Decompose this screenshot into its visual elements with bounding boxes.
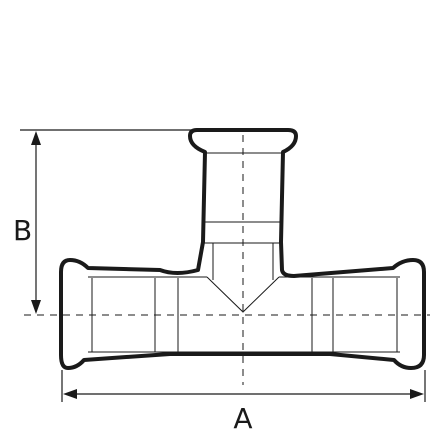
dimension-b-label: B	[13, 214, 32, 247]
branch-intersection	[206, 276, 280, 313]
dimension-a-arrow-right	[410, 389, 424, 399]
dimension-b-arrow-bottom	[31, 300, 41, 314]
fitting-outline	[59, 128, 426, 370]
dimension-a-arrow-left	[63, 389, 77, 399]
dimension-b-arrow-top	[31, 131, 41, 145]
dimension-a-label: A	[233, 402, 252, 435]
